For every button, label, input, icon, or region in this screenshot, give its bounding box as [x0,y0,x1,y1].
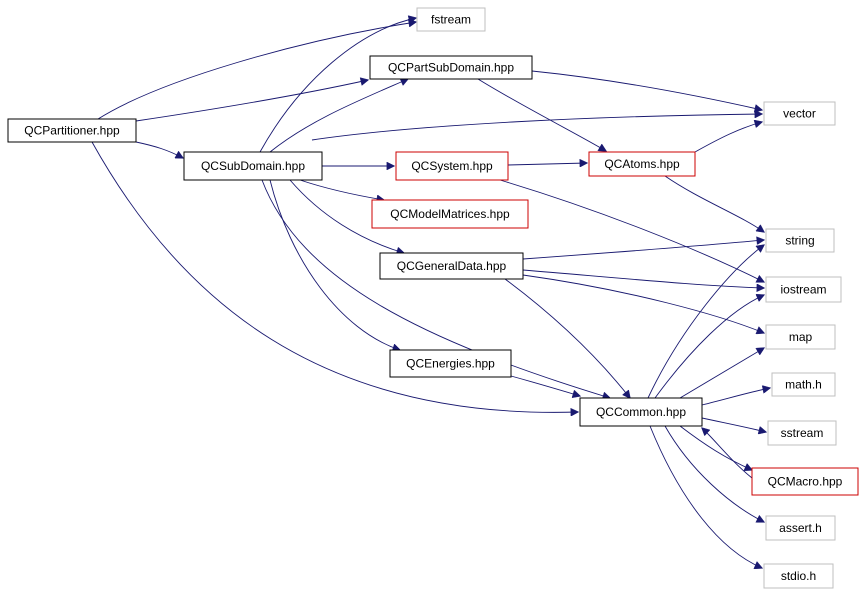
nodes-layer: QCPartitioner.hpp fstream QCPartSubDomai… [7,7,859,589]
node-label: QCSubDomain.hpp [201,159,305,173]
edge-qcpartitioner-to-qcpartsubdomain [135,80,368,122]
edge-qcsubdomain-to-qcenergies [269,179,400,350]
edge-qcpartsubdomain-to-vector [531,70,762,110]
edge-qcenergies-to-qccommon [510,375,580,396]
edges-layer [91,18,770,568]
node-qcpartitioner[interactable]: QCPartitioner.hpp [7,118,137,143]
node-label: assert.h [779,521,822,535]
node-label: map [789,330,813,344]
node-label: QCPartSubDomain.hpp [388,61,514,75]
node-qcmacro[interactable]: QCMacro.hpp [751,467,859,496]
node-qcgeneraldata[interactable]: QCGeneralData.hpp [379,252,524,280]
node-label: QCEnergies.hpp [406,357,495,371]
node-label: sstream [781,426,824,440]
edge-qcpartitioner-to-fstream [97,22,416,120]
edge-qcsubdomain-to-qcgeneraldata [289,179,404,253]
edge-qcsystem-to-qcatoms [507,163,587,165]
node-label: QCMacro.hpp [768,475,843,489]
edge-qcgeneraldata-to-map [522,274,764,333]
node-qcsubdomain[interactable]: QCSubDomain.hpp [183,151,323,181]
edge-qcsubdomain-to-fstream [259,18,416,153]
node-iostream[interactable]: iostream [765,276,842,303]
node-label: string [785,234,814,248]
node-map[interactable]: map [765,324,836,350]
node-stdioh[interactable]: stdio.h [763,563,834,589]
node-label: fstream [431,13,471,27]
edge-qccommon-to-stdioh [649,425,762,568]
node-mathh[interactable]: math.h [771,372,836,397]
node-label: vector [783,107,816,121]
edge-qcpartsubdomain-to-qcatoms [477,78,606,151]
edge-qcgeneraldata-to-iostream [522,269,764,288]
node-asserth[interactable]: assert.h [765,515,836,541]
edge-qcsubdomain-to-qcmodelmatrices [299,179,384,200]
node-fstream[interactable]: fstream [416,7,486,32]
edge-qccommon-to-mathh [701,388,770,406]
edge-qcsubdomain-to-qcpartsubdomain [269,79,408,153]
edge-qccommon-to-sstream [701,417,766,432]
edge-qcsubdomain-to-qccommon [261,179,610,398]
node-qcpartsubdomain[interactable]: QCPartSubDomain.hpp [369,55,533,80]
edge-qcpartitioner-to-qccommon [91,141,578,412]
edge-qcpartitioner-to-qcsubdomain [135,141,183,158]
node-label: QCCommon.hpp [596,405,686,419]
edge-qcgeneraldata-to-string [522,240,764,260]
edge-qccommon-to-qcmacro [679,425,752,470]
node-qccommon[interactable]: QCCommon.hpp [579,397,703,427]
node-label: QCAtoms.hpp [604,157,680,171]
edge-qcgeneraldata-to-qccommon [504,278,630,398]
edge-qccommon-to-iostream [654,295,764,399]
edge-qccommon-to-map [679,348,764,399]
edge-qcmacro-to-qccommon [702,428,753,479]
node-label: QCSystem.hpp [411,159,493,173]
edge-qccommon-to-string [647,245,764,399]
node-label: stdio.h [781,569,816,583]
node-label: QCGeneralData.hpp [397,259,507,273]
edge-qccommon-to-asserth [664,425,764,522]
node-sstream[interactable]: sstream [767,420,837,446]
node-qcsystem[interactable]: QCSystem.hpp [395,151,509,181]
node-label: QCPartitioner.hpp [24,124,120,138]
node-label: iostream [780,283,826,297]
edge-qcatoms-to-string [664,175,764,232]
node-string[interactable]: string [765,228,835,253]
node-label: math.h [785,378,822,392]
node-qcmodelmatrices[interactable]: QCModelMatrices.hpp [371,199,529,229]
node-label: QCModelMatrices.hpp [390,207,510,221]
edge-qcpartitioner-to-vector [311,114,762,141]
edge-qcsystem-to-iostream [499,179,764,282]
edge-qcatoms-to-vector [694,122,762,153]
node-qcatoms[interactable]: QCAtoms.hpp [588,151,696,177]
node-vector[interactable]: vector [763,101,836,126]
node-qcenergies[interactable]: QCEnergies.hpp [389,349,512,378]
